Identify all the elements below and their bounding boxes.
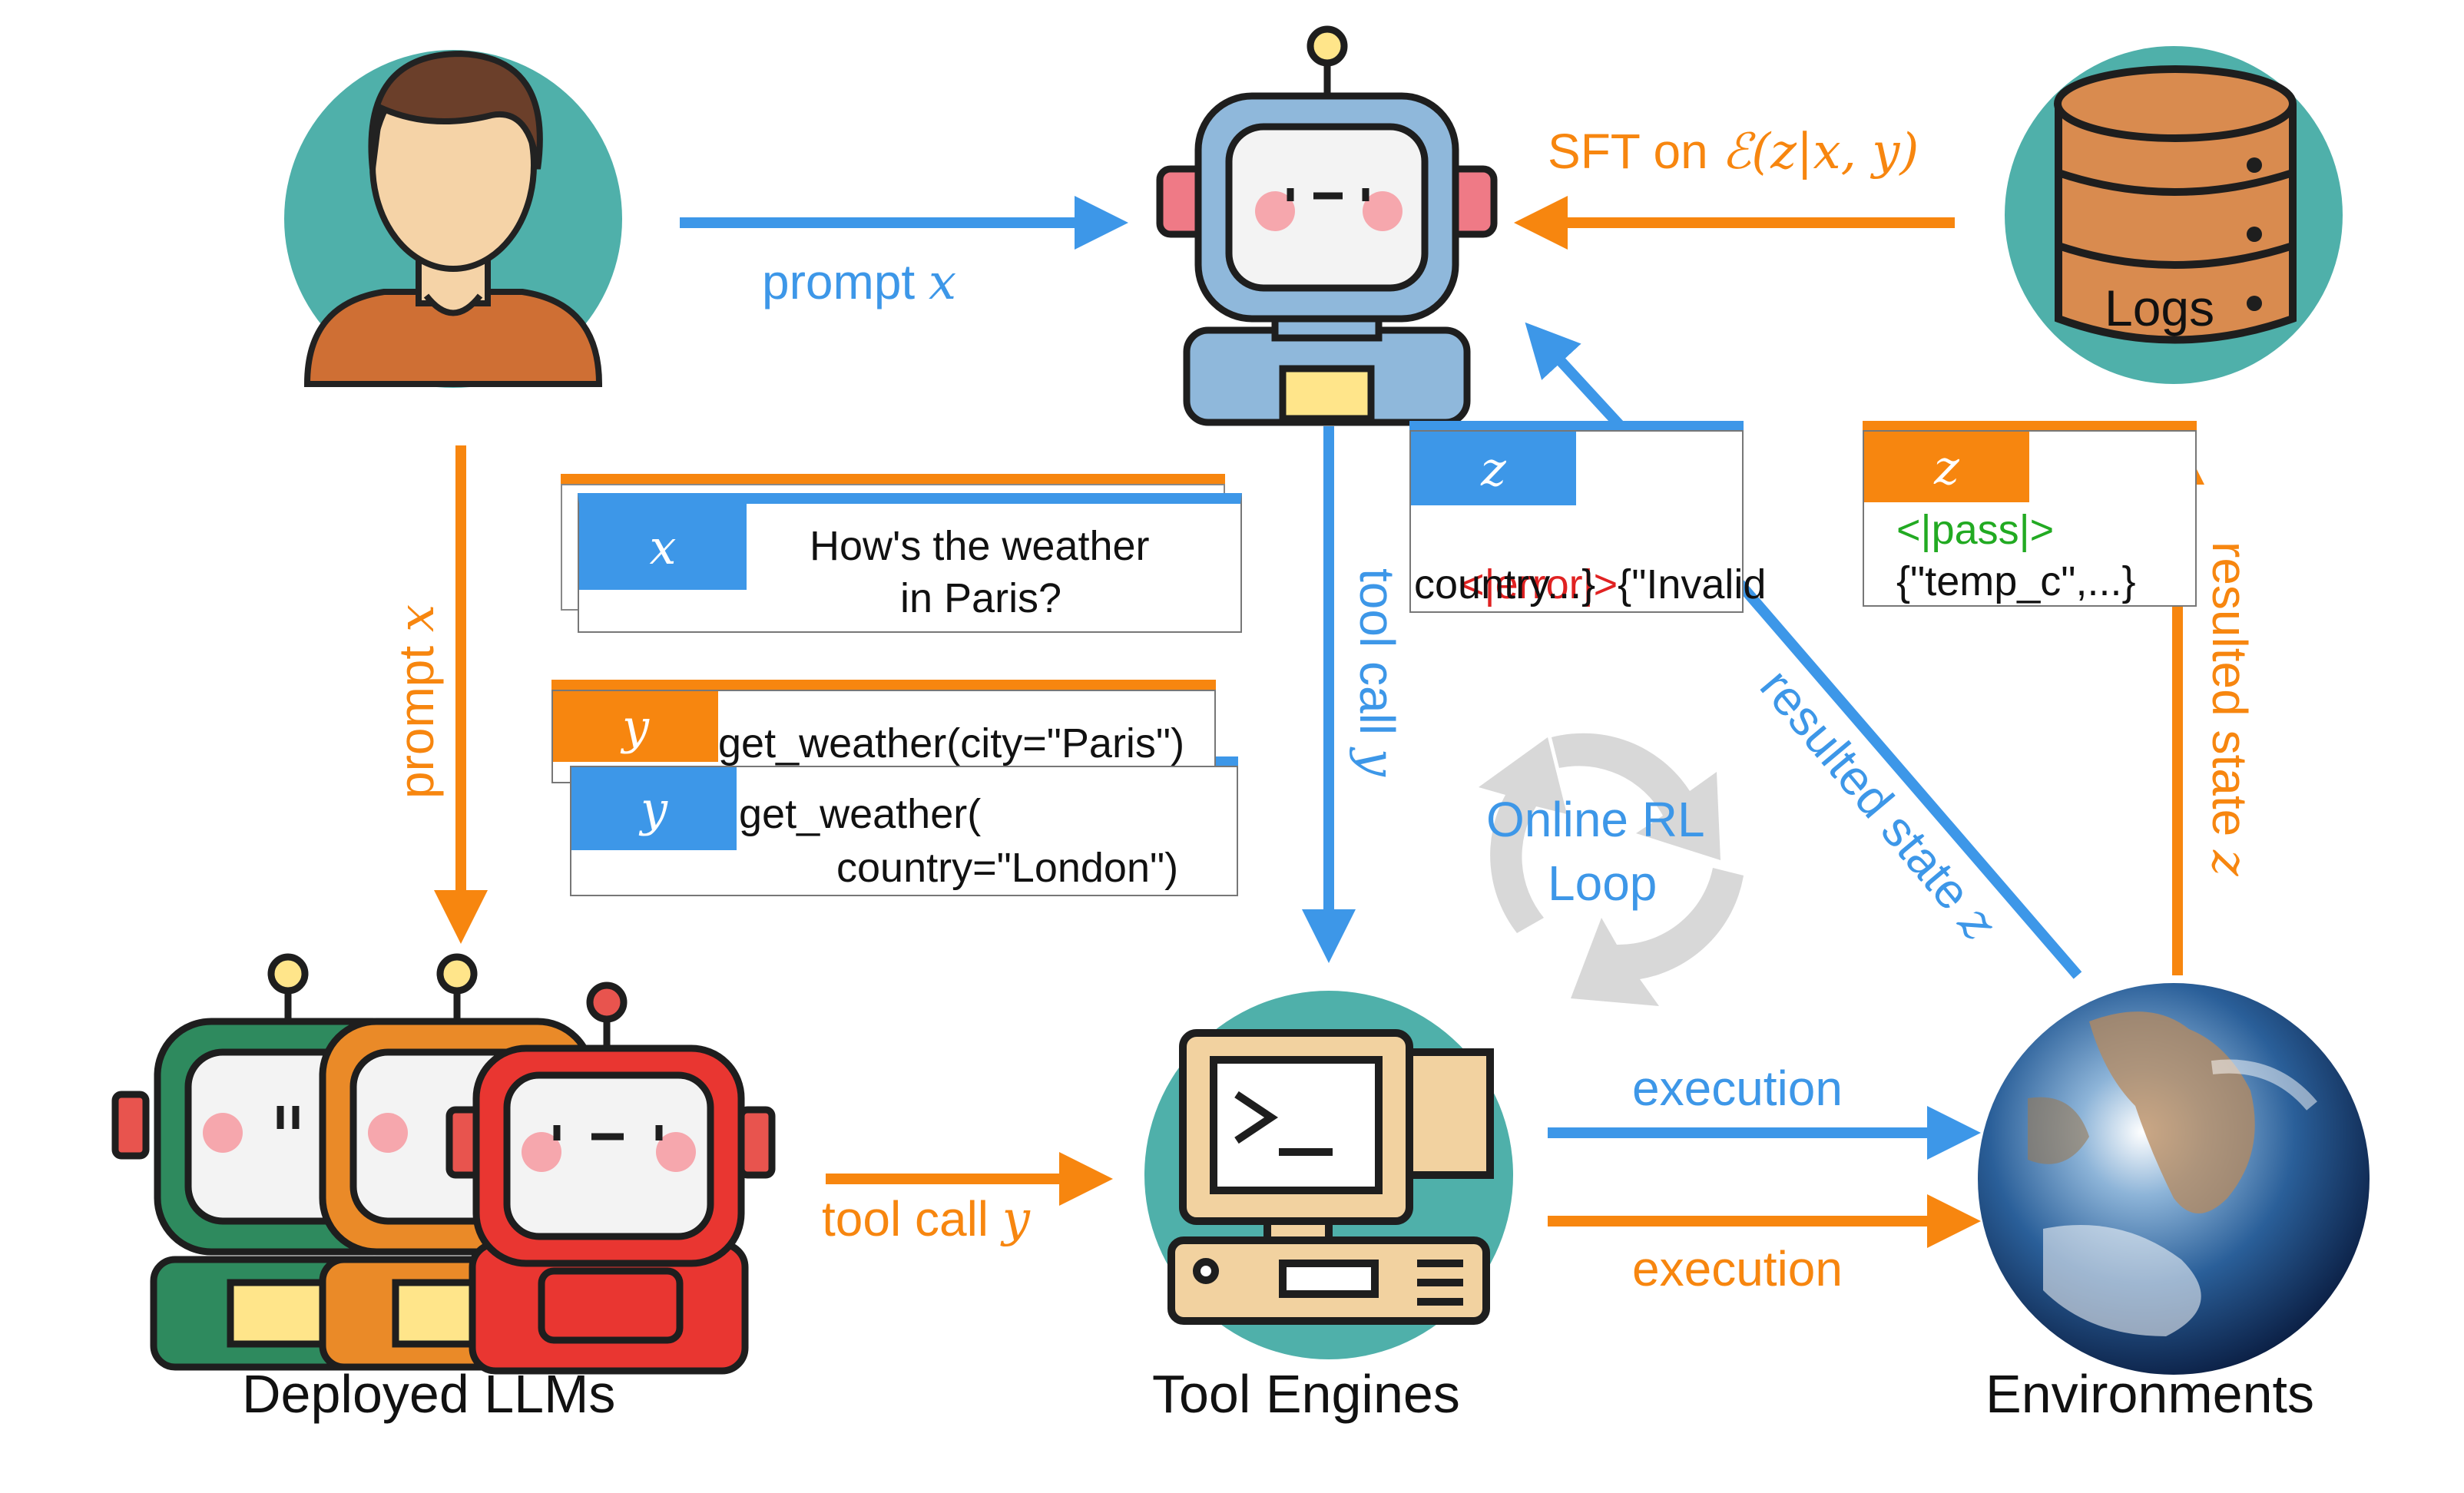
z-pass-card-line1: <|pass|> [1896,507,2055,553]
y-blue-card-line2: country="London") [836,845,1179,891]
x-card: x How's the weather in Paris? [578,493,1242,633]
z-pass-card-line2: {"temp_c",...} [1896,558,2136,604]
y-orange-card-text: get_weather(city="Paris") [718,720,1185,766]
prompt-x-label-left: prompt x [389,604,445,799]
x-card-tab: x [579,504,747,590]
y-blue-card-line1: get_weather( [739,791,982,837]
z-error-card-tab: z [1411,432,1576,505]
arrow-zcard-to-robot [1525,322,1625,430]
z-pass-card: z <|pass|> {"temp_c",...} [1863,430,2197,607]
execution-bottom-label: execution [1632,1241,1843,1296]
robot-icon [1156,25,1498,426]
user-avatar-icon [284,50,622,388]
z-error-card: z <|error|>{"Invalid country...} [1409,430,1766,613]
x-card-line2: in Paris? [900,575,1062,621]
error-tag: <|error|> [1460,561,1618,607]
tool-engines-caption: Tool Engines [1152,1364,1460,1424]
z-error-strip [1409,421,1744,432]
execution-top-label: execution [1632,1061,1843,1116]
logs-label: Logs [2105,280,2215,336]
y-blue-card-tab: y [571,767,737,850]
z-error-card-line1: <|error|>{"Invalid [1414,507,1766,663]
y-blue-card: y get_weather( country="London") [570,766,1238,896]
computer-terminal-icon [1144,991,1513,1359]
resulted-state-right-label: resulted state z [2201,541,2257,876]
online-rl-loop-label: Loop [1548,856,1658,911]
x-card-line1: How's the weather [810,523,1150,569]
robot-group-icon [111,953,776,1375]
prompt-x-label-top: prompt x [762,254,957,311]
arrow-resulted-state-diagonal [1735,580,2082,979]
online-rl-label: Online RL [1486,792,1705,847]
environments-caption: Environments [1985,1364,2314,1424]
database-icon [2005,46,2343,384]
earth-globe-icon [1978,983,2370,1375]
refresh-loop-icon [1479,733,1744,1006]
tool-call-horizontal-label: tool call y [822,1191,1030,1248]
error-rest: {"Invalid [1618,561,1767,607]
deployed-llms-caption: Deployed LLMs [242,1364,616,1424]
z-error-card-line2: country...} [1414,561,1596,607]
z-pass-strip [1863,421,2197,432]
sft-label: SFT on ℰ(z|x, y) [1548,124,1919,180]
tool-call-vertical-label: tool call y [1348,568,1405,776]
y-orange-card-tab: y [553,691,718,762]
z-pass-card-tab: z [1864,432,2029,502]
